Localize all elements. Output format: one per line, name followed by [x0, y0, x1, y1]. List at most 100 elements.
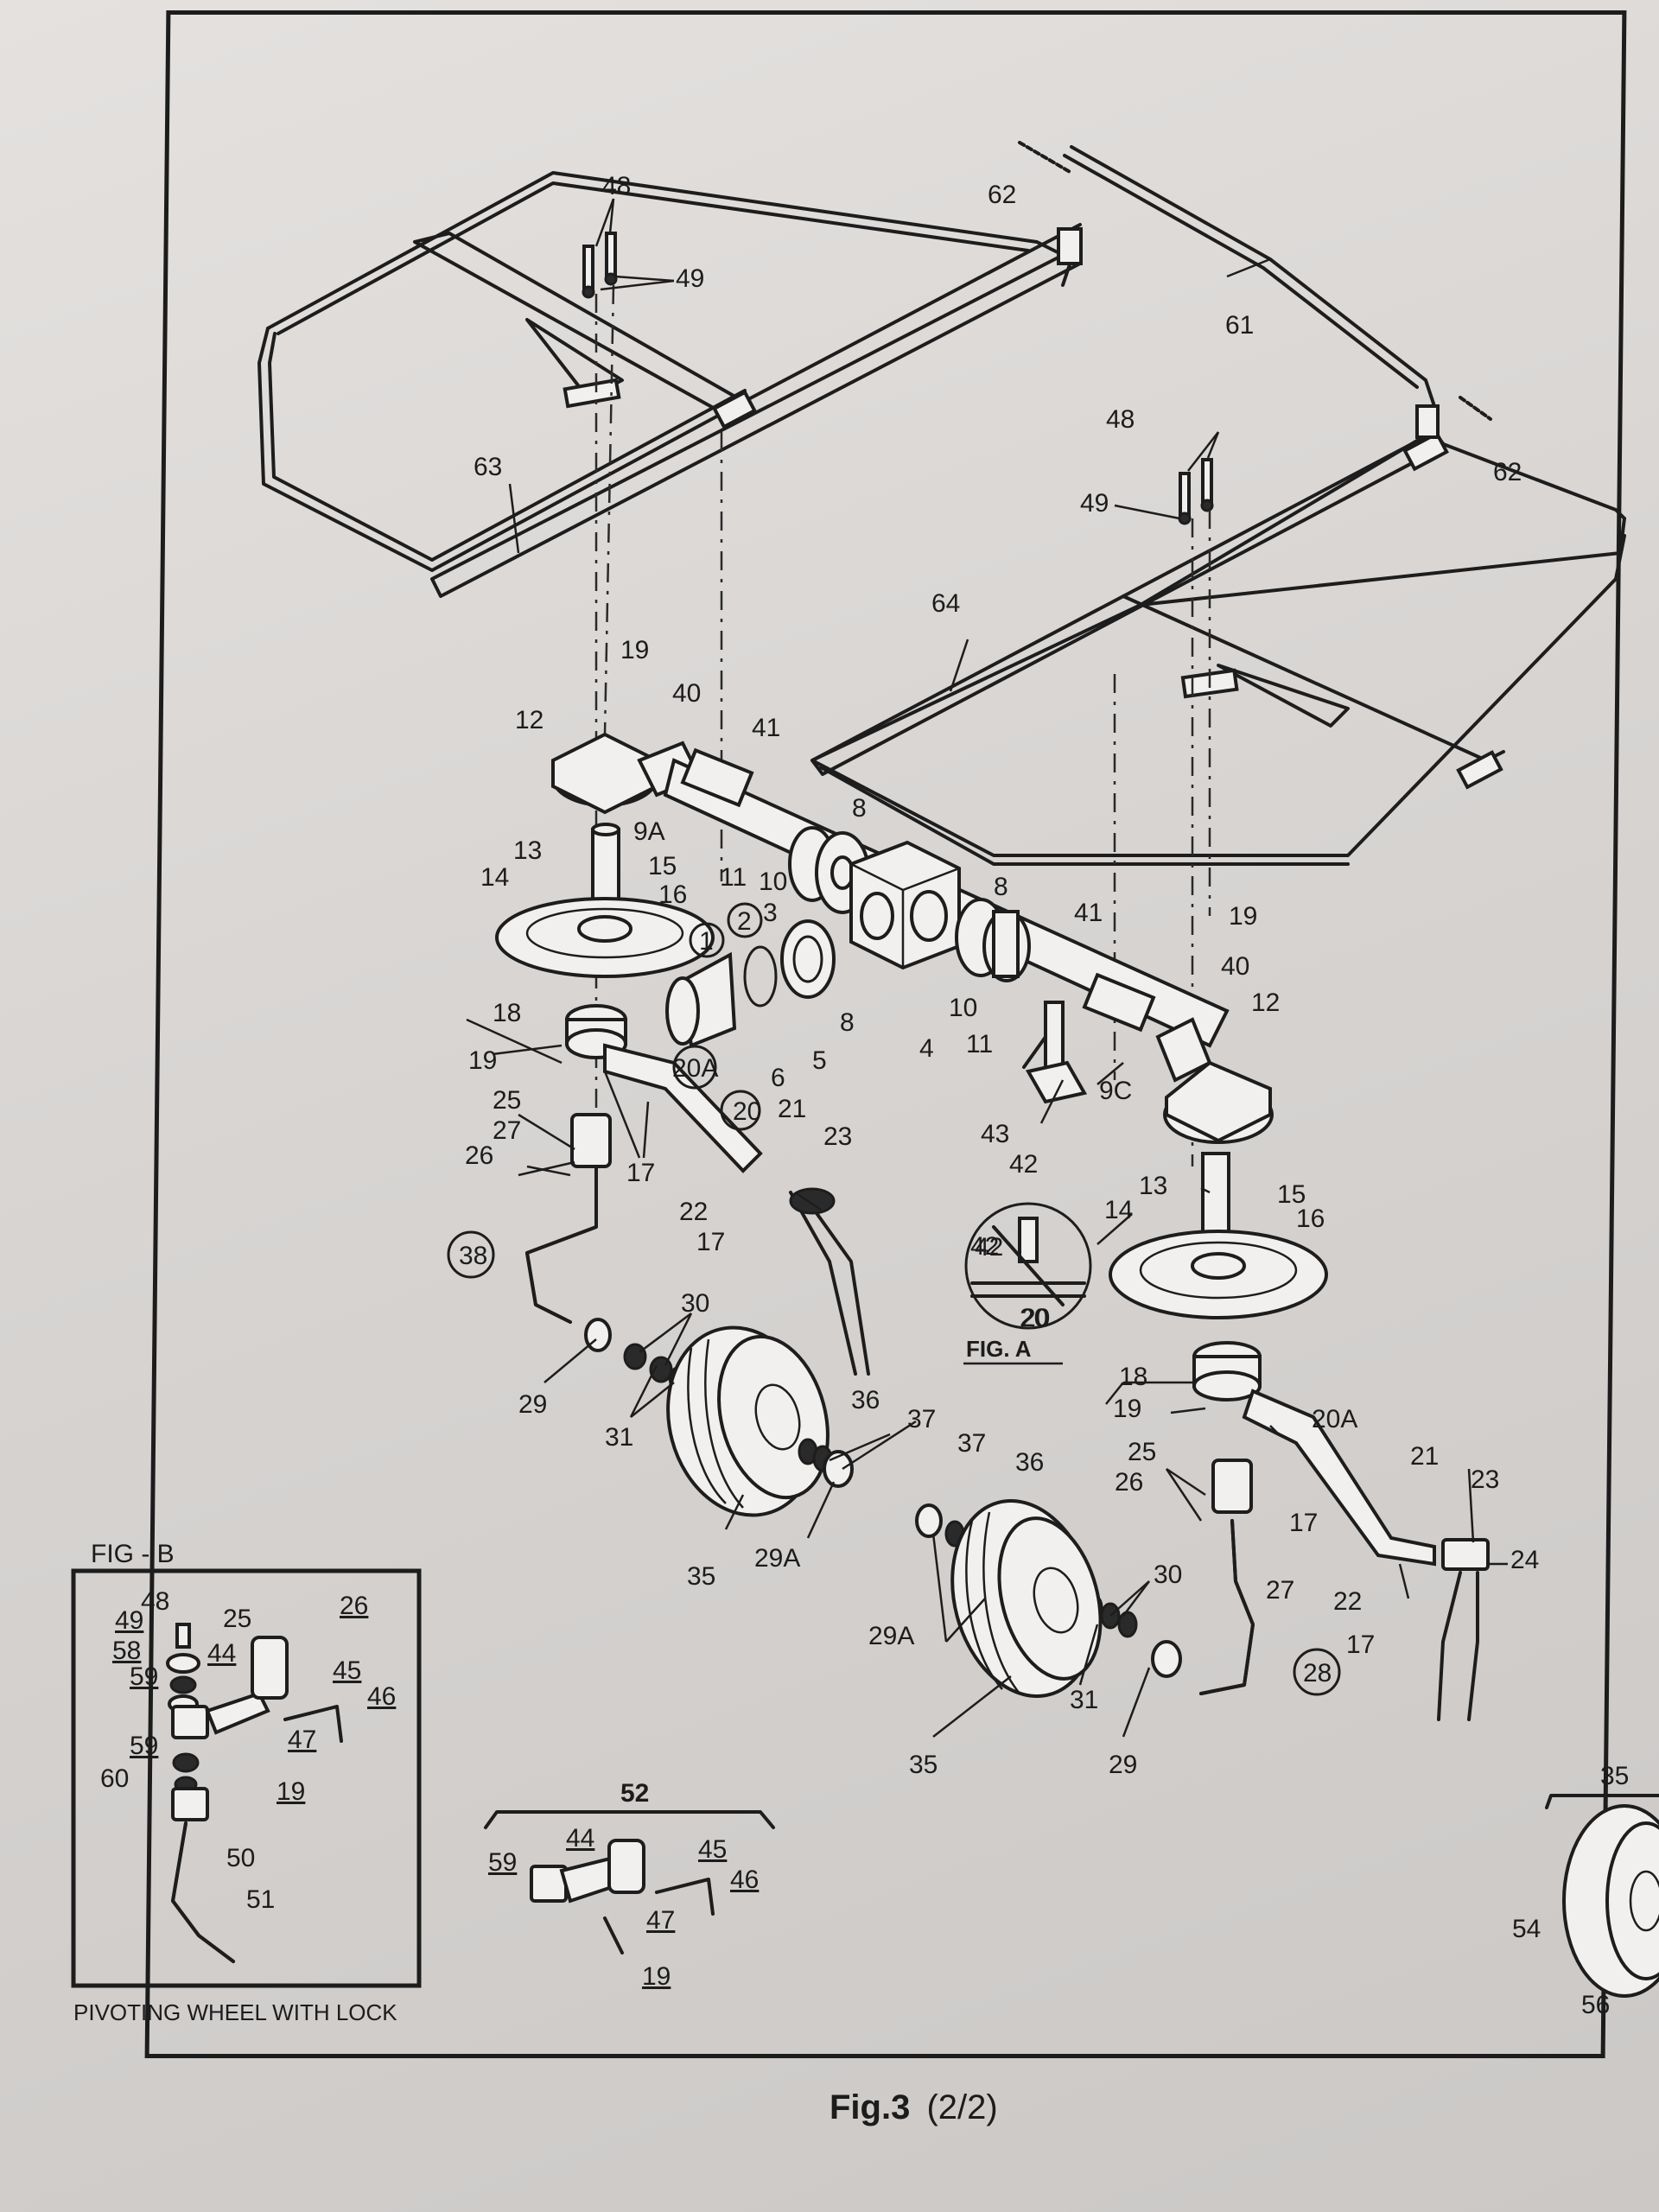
label-23: 23 — [823, 1122, 852, 1151]
label-3: 3 — [763, 899, 778, 927]
label-56: 56 — [1581, 1991, 1610, 2019]
bolt-62-top — [1018, 141, 1073, 175]
label-18: 18 — [493, 999, 521, 1027]
figure-caption-sub: (2/2) — [926, 2088, 997, 2126]
label-64: 64 — [931, 589, 960, 618]
grp52-label-45: 45 — [698, 1835, 727, 1864]
label-12: 12 — [515, 706, 543, 734]
label-20: 20 — [733, 1097, 761, 1126]
figb-label-59: 59 — [130, 1732, 158, 1760]
disc-14-left — [495, 897, 715, 978]
label-61: 61 — [1225, 311, 1254, 340]
rake-frame-left — [257, 171, 1083, 598]
pivot-27-right — [1211, 1459, 1253, 1514]
grp52-label-46: 46 — [730, 1866, 759, 1894]
wheel-35-right — [950, 1499, 1103, 1698]
figb-label-44: 44 — [207, 1639, 236, 1668]
part-labels: 48 49 62 61 62 63 48 49 64 19 40 41 12 9… — [100, 172, 1629, 2019]
label-27: 27 — [493, 1116, 521, 1145]
label-21: 21 — [1410, 1442, 1439, 1471]
label-49: 49 — [676, 264, 704, 293]
figure-caption: Fig.3 (2/2) — [830, 2088, 998, 2126]
grp52-label-19: 19 — [642, 1962, 671, 1991]
label-12: 12 — [1251, 988, 1280, 1017]
label-29: 29 — [518, 1390, 547, 1419]
label-41: 41 — [1074, 899, 1103, 927]
leader-lines — [466, 198, 1508, 1738]
label-31: 31 — [1070, 1686, 1098, 1714]
label-37: 37 — [907, 1405, 936, 1433]
label-20A: 20A — [1312, 1405, 1357, 1433]
figb-label-26: 26 — [340, 1592, 368, 1620]
label-26: 26 — [1115, 1468, 1143, 1497]
figb-label-58: 58 — [112, 1637, 141, 1665]
bolt-62-right — [1459, 396, 1492, 421]
figure-caption-main: Fig.3 — [830, 2088, 910, 2126]
ring-label-38 — [447, 1230, 495, 1279]
label-19: 19 — [1113, 1395, 1141, 1423]
label-52: 52 — [620, 1779, 649, 1808]
label-30: 30 — [681, 1289, 709, 1318]
label-16: 16 — [658, 880, 687, 909]
label-22: 22 — [679, 1198, 708, 1226]
label-20: 20 — [1021, 1304, 1050, 1332]
assembly-52 — [484, 1810, 775, 1955]
wheel-35-left — [666, 1325, 830, 1517]
grp52-label-59: 59 — [488, 1848, 517, 1877]
label-8: 8 — [852, 794, 867, 823]
label-10: 10 — [949, 994, 977, 1022]
label-36: 36 — [1015, 1448, 1044, 1477]
label-48: 48 — [1106, 405, 1135, 434]
gearbox-right-12 — [1155, 1017, 1274, 1144]
label-42: 42 — [975, 1233, 1003, 1262]
spring-23-left — [789, 1187, 870, 1376]
label-9C: 9C — [1099, 1077, 1132, 1105]
fork-28-right — [1199, 1519, 1255, 1695]
figb-label-19: 19 — [276, 1777, 305, 1806]
spindle-13-right — [1201, 1152, 1230, 1242]
label-17: 17 — [626, 1159, 655, 1187]
rake-frame-right — [810, 145, 1626, 866]
label-27: 27 — [1266, 1576, 1294, 1605]
bolts-48-49-right — [1178, 458, 1214, 525]
label-8: 8 — [994, 873, 1008, 901]
lever-42-43 — [1022, 1001, 1088, 1104]
ring-label-2 — [727, 902, 763, 938]
figa-label-20: 20 — [1020, 1304, 1048, 1332]
label-17: 17 — [1289, 1509, 1318, 1537]
label-11: 11 — [966, 1030, 993, 1058]
label-63: 63 — [474, 453, 502, 481]
wheel-35-54-56 — [1545, 1794, 1659, 1998]
figb-label-48: 48 — [141, 1587, 169, 1616]
fork-38-left — [525, 1165, 598, 1324]
label-15: 15 — [1277, 1180, 1306, 1209]
label-40: 40 — [672, 679, 701, 708]
label-29A: 29A — [868, 1622, 914, 1650]
label-25: 25 — [493, 1086, 521, 1115]
label-6: 6 — [771, 1064, 785, 1092]
label-30: 30 — [1154, 1560, 1182, 1589]
label-17: 17 — [1346, 1630, 1375, 1659]
figb-label-59: 59 — [130, 1662, 158, 1691]
label-41: 41 — [752, 714, 780, 742]
label-29: 29 — [1109, 1751, 1137, 1779]
spring-23-24-right — [1437, 1538, 1490, 1721]
label-23: 23 — [1471, 1465, 1499, 1494]
label-10: 10 — [759, 868, 787, 896]
label-42: 42 — [1009, 1150, 1038, 1179]
label-14: 14 — [480, 863, 509, 892]
hub-18-left — [565, 1004, 627, 1059]
hub-18-right — [1192, 1341, 1262, 1402]
center-gearbox-4 — [849, 840, 961, 970]
label-4: 4 — [919, 1034, 934, 1063]
gearbox-left-12 — [551, 732, 702, 815]
flange-10-11-right — [955, 898, 1031, 982]
grp52-label-44: 44 — [566, 1824, 594, 1853]
fig-b-footer: PIVOTING WHEEL WITH LOCK — [73, 1999, 397, 2025]
label-62: 62 — [1493, 458, 1522, 486]
label-21: 21 — [778, 1095, 806, 1123]
figa-label-42: 42 — [970, 1232, 999, 1261]
pivot-27-left — [570, 1113, 612, 1168]
